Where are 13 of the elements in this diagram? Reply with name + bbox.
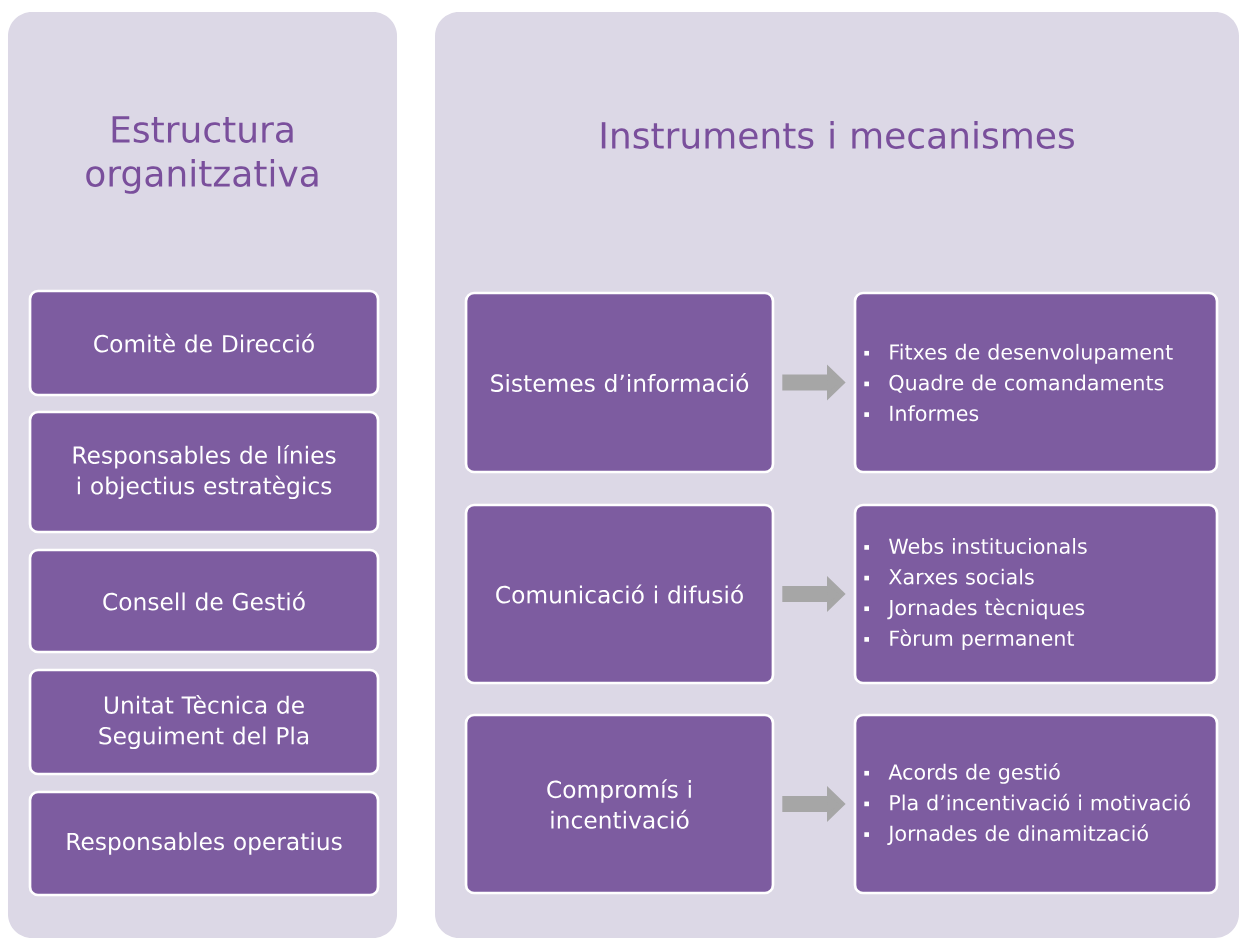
process-box: Comunicació i difusió (464, 503, 775, 685)
process-box: Consell de Gestió (28, 548, 380, 654)
process-box: Sistemes d’informació (464, 291, 775, 474)
bullet-list-box: Fitxes de desenvolupament Quadre de comandaments Informes (853, 291, 1219, 474)
process-box: Responsables operatius (28, 790, 380, 897)
process-box: Unitat Tècnica de Seguiment del Pla (28, 668, 380, 776)
process-box: Compromís i incentivació (464, 713, 775, 895)
bullet-list-box: Acords de gestió Pla d’incentivació i motivació Jornades de dinamització (853, 713, 1219, 895)
process-box: Comitè de Direcció (28, 289, 380, 397)
panel-title: Instruments i mecanismes (601, 121, 1074, 149)
panel-title: Estructura organitzativa (86, 116, 318, 194)
process-box: Responsables de línies i objectius estratègics (28, 410, 380, 534)
bullet-list-box: Webs institucionals Xarxes socials Jornades tècniques Fòrum permanent (853, 503, 1219, 685)
